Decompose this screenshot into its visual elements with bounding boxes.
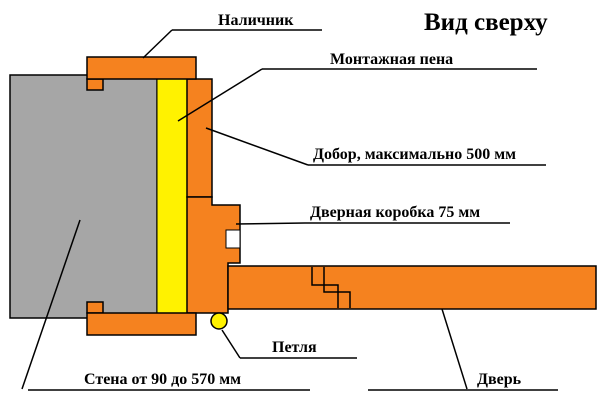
foam-leader-line bbox=[177, 68, 263, 122]
top-casing bbox=[86, 56, 197, 80]
wall-label: Стена от 90 до 570 мм bbox=[84, 371, 241, 388]
frame-label: Дверная коробка 75 мм bbox=[310, 204, 480, 221]
foam-label: Монтажная пена bbox=[330, 51, 453, 68]
extension-leader-line bbox=[205, 127, 309, 166]
hinge-label: Петля bbox=[272, 339, 317, 356]
door-label: Дверь bbox=[477, 371, 522, 388]
door-break-mark-2 bbox=[323, 267, 351, 308]
bottom-casing-tab bbox=[86, 301, 104, 314]
wall-section bbox=[9, 74, 158, 319]
casing-leader-line bbox=[142, 29, 173, 59]
extension-strip bbox=[186, 78, 213, 198]
door-leader-line bbox=[441, 308, 468, 390]
casing-label: Наличник bbox=[218, 12, 294, 29]
hinge-circle bbox=[210, 312, 228, 330]
page-title: Вид сверху bbox=[424, 9, 548, 36]
door-frame bbox=[186, 196, 241, 314]
frame-leader-line bbox=[235, 222, 306, 225]
foam-strip bbox=[156, 78, 188, 314]
door-break-mark bbox=[311, 267, 339, 308]
door-panel bbox=[227, 265, 597, 310]
top-casing-tab bbox=[86, 78, 104, 91]
bottom-casing bbox=[86, 312, 197, 336]
hinge-leader-line bbox=[221, 329, 241, 359]
wall-leader-line bbox=[21, 219, 81, 390]
extension-label: Добор, максимально 500 мм bbox=[313, 146, 516, 163]
frame-rebate-notch bbox=[225, 229, 241, 249]
